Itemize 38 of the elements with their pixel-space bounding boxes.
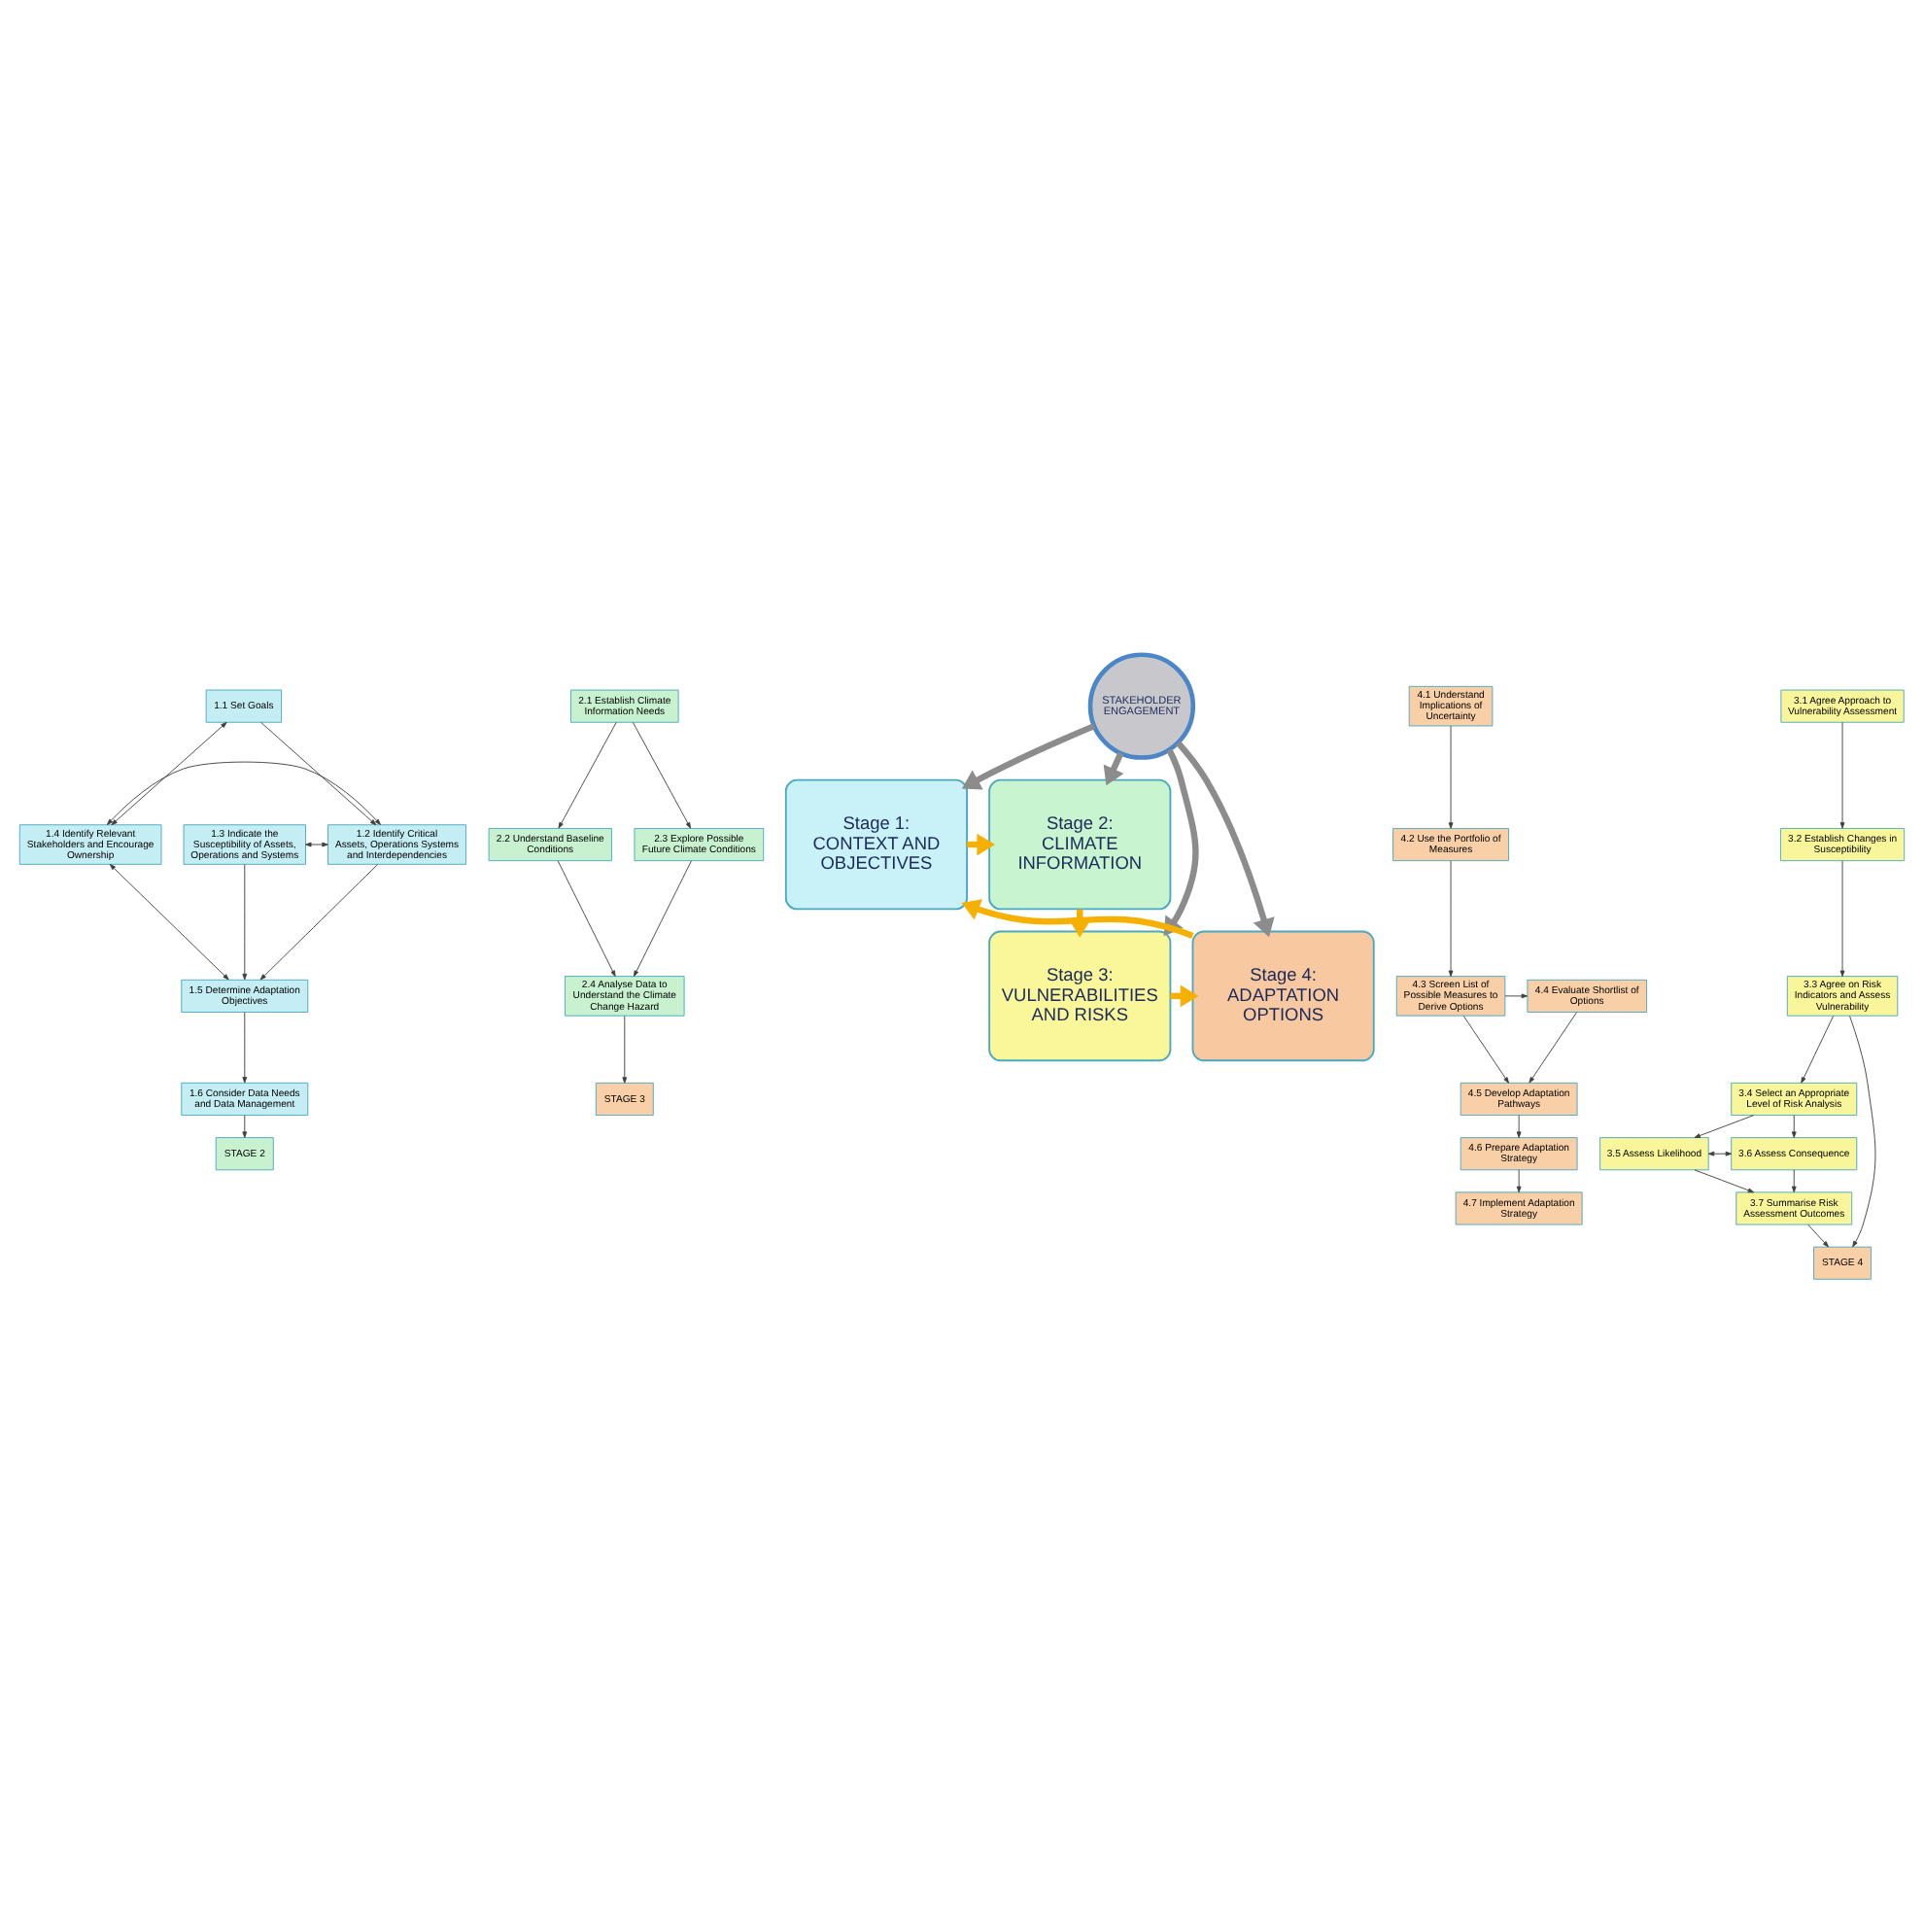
arrow [1839, 859, 1845, 976]
arrow [634, 859, 692, 976]
arrow [1801, 1014, 1835, 1083]
arrow [1516, 1168, 1522, 1192]
arrow [242, 1114, 248, 1137]
node-box: Stage 3: VULNERABILITIES AND RISKS [988, 929, 1172, 1061]
arrow [1504, 992, 1529, 998]
arrow [1529, 1011, 1578, 1083]
arrow [111, 720, 227, 825]
arrow [305, 841, 328, 846]
arrow [242, 863, 248, 980]
arrow [557, 859, 616, 976]
arrow [109, 863, 229, 980]
arrow [1448, 724, 1454, 828]
arrow [259, 863, 379, 980]
arrow [260, 720, 377, 825]
arrow [1694, 1168, 1755, 1192]
arrow [632, 720, 692, 828]
arrow [558, 720, 617, 828]
arrow [1839, 720, 1845, 828]
arrow [1807, 1223, 1829, 1247]
arrow [1694, 1114, 1755, 1138]
node-box: Stage 2: CLIMATE INFORMATION [988, 777, 1172, 910]
arrow [1448, 859, 1454, 976]
arrow [1175, 740, 1275, 937]
arrow [622, 1014, 628, 1083]
node-box: Stage 4: ADAPTATION OPTIONS [1191, 929, 1375, 1061]
arrow [1849, 1015, 1876, 1247]
arrow [1791, 1114, 1797, 1137]
arrow [1516, 1114, 1522, 1137]
arrow [1791, 1168, 1797, 1192]
arrow [1462, 1014, 1509, 1083]
arrow [106, 760, 381, 824]
arrow [961, 722, 1096, 789]
arrow [242, 1011, 248, 1083]
arrow [1103, 750, 1124, 785]
arrow [1707, 1150, 1733, 1156]
node-box: Stage 1: CONTEXT AND OBJECTIVES [784, 777, 968, 910]
